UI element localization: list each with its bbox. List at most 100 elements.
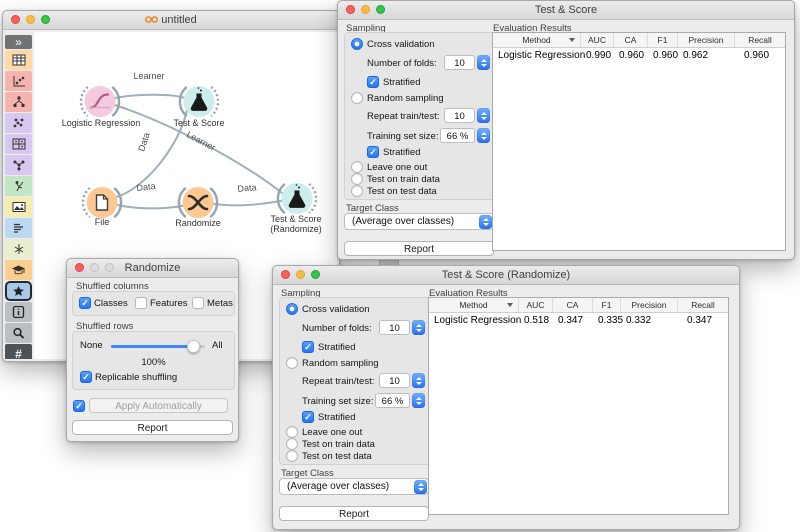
repeat-spinbox[interactable]: 10 (444, 108, 475, 123)
shuffled-columns-groupbox: ✓ Classes Features Metas (72, 291, 235, 316)
test-score-randomize-window: Test & Score (Randomize) Sampling Cross … (272, 265, 740, 530)
zoom-button[interactable] (376, 5, 385, 14)
header-f1[interactable]: F1 (648, 33, 678, 47)
minimize-button[interactable] (26, 15, 35, 24)
repeat-spinbox[interactable]: 10 (379, 373, 410, 388)
apply-automatically-button[interactable]: Apply Automatically (89, 398, 228, 413)
report-button[interactable]: Report (72, 420, 233, 435)
node-test-score[interactable] (183, 86, 215, 117)
radio-random-sampling[interactable] (286, 357, 298, 369)
expand-icon[interactable]: » (5, 35, 32, 49)
network-icon[interactable] (5, 155, 32, 175)
tree-icon[interactable] (5, 92, 32, 112)
canvas-titlebar[interactable]: untitled (3, 11, 339, 30)
node-test-score-randomize[interactable] (281, 183, 313, 214)
shuffle-slider-handle[interactable] (187, 340, 200, 353)
node-randomize[interactable] (182, 187, 214, 218)
stratified-checkbox-2[interactable]: ✓ (302, 411, 314, 423)
sieve-diagram-icon[interactable] (5, 134, 32, 154)
link-file-rand[interactable] (114, 203, 186, 210)
repeat-stepper[interactable] (412, 373, 425, 388)
zoom-button[interactable] (105, 263, 114, 272)
header-precision[interactable]: Precision (621, 298, 678, 312)
table-row[interactable]: Logistic Regression 0.990 0.960 0.960 0.… (493, 47, 785, 63)
table-row[interactable]: Logistic Regression 0.518 0.347 0.335 0.… (429, 312, 728, 328)
close-button[interactable] (75, 263, 84, 272)
favorites-icon[interactable] (5, 281, 32, 301)
classes-checkbox[interactable]: ✓ (79, 297, 91, 309)
folds-spinbox[interactable]: 10 (379, 320, 410, 335)
zoom-button[interactable] (41, 15, 50, 24)
radio-test-on-train[interactable] (286, 438, 298, 450)
minimize-button[interactable] (296, 270, 305, 279)
feature-constructor-icon[interactable] (5, 239, 32, 259)
train-size-stepper[interactable] (477, 128, 490, 143)
test-score-randomize-titlebar[interactable]: Test & Score (Randomize) (273, 266, 739, 285)
radio-leave-one-out[interactable] (286, 426, 298, 438)
target-class-combo[interactable]: (Average over classes) (344, 213, 494, 230)
window-title: Test & Score (534, 4, 598, 16)
scatter-plot-icon[interactable] (5, 71, 32, 91)
header-recall[interactable]: Recall (691, 300, 715, 310)
report-button[interactable]: Report (279, 506, 429, 521)
target-class-label: Target Class (346, 203, 399, 214)
header-f1[interactable]: F1 (593, 298, 621, 312)
randomize-titlebar[interactable]: Randomize (67, 259, 238, 278)
corpus-text-icon[interactable] (5, 218, 32, 238)
header-auc[interactable]: AUC (581, 33, 614, 47)
widget-info-icon[interactable] (5, 302, 32, 322)
grid-icon[interactable]: # (5, 344, 32, 359)
radio-cross-validation[interactable] (351, 38, 363, 50)
shuffled-columns-label: Shuffled columns (76, 281, 149, 292)
header-method[interactable]: Method (429, 298, 519, 312)
radio-leave-one-out[interactable] (351, 161, 363, 173)
header-auc[interactable]: AUC (519, 298, 553, 312)
node-logistic-regression[interactable] (84, 86, 116, 117)
stratified-checkbox-1[interactable]: ✓ (367, 76, 379, 88)
folds-stepper[interactable] (477, 55, 490, 70)
header-precision[interactable]: Precision (678, 33, 735, 47)
repeat-stepper[interactable] (477, 108, 490, 123)
stratified-checkbox-2[interactable]: ✓ (367, 146, 379, 158)
folds-spinbox[interactable]: 10 (444, 55, 475, 70)
node-file[interactable] (86, 187, 118, 218)
close-button[interactable] (346, 5, 355, 14)
test-learners-icon[interactable] (5, 176, 32, 196)
header-ca[interactable]: CA (614, 33, 648, 47)
minimize-button[interactable] (361, 5, 370, 14)
radio-test-on-train[interactable] (351, 173, 363, 185)
radio-test-on-test[interactable] (351, 185, 363, 197)
minimize-button[interactable] (90, 263, 99, 272)
link-file-ts[interactable] (114, 109, 188, 199)
radio-cross-validation[interactable] (286, 303, 298, 315)
metas-checkbox[interactable] (192, 297, 204, 309)
test-score-titlebar[interactable]: Test & Score (338, 1, 794, 20)
report-button[interactable]: Report (344, 241, 494, 256)
search-icon[interactable] (5, 323, 32, 343)
folds-stepper[interactable] (412, 320, 425, 335)
features-checkbox[interactable] (135, 297, 147, 309)
stratified-checkbox-1[interactable]: ✓ (302, 341, 314, 353)
train-size-stepper[interactable] (412, 393, 425, 408)
link-lr-ts[interactable] (112, 93, 187, 100)
replicable-checkbox[interactable]: ✓ (80, 371, 92, 383)
close-button[interactable] (281, 270, 290, 279)
close-button[interactable] (11, 15, 20, 24)
image-viewer-icon[interactable] (5, 197, 32, 217)
distributions-icon[interactable] (5, 113, 32, 133)
train-size-spinbox[interactable]: 66 % (440, 128, 475, 143)
zoom-button[interactable] (311, 270, 320, 279)
header-recall[interactable]: Recall (748, 35, 772, 45)
radio-test-on-test[interactable] (286, 450, 298, 462)
target-class-combo[interactable]: (Average over classes) (279, 478, 429, 495)
radio-random-sampling[interactable] (351, 92, 363, 104)
train-size-spinbox[interactable]: 66 % (375, 393, 410, 408)
link-rand-tsr[interactable] (210, 199, 285, 207)
header-method[interactable]: Method (493, 33, 581, 47)
header-ca[interactable]: CA (553, 298, 593, 312)
data-table-icon[interactable] (5, 50, 32, 70)
apply-auto-checkbox[interactable]: ✓ (73, 400, 85, 412)
education-icon[interactable] (5, 260, 32, 280)
link-lr-tsr[interactable] (112, 103, 285, 196)
widget-toolbox: » # T (5, 35, 32, 359)
